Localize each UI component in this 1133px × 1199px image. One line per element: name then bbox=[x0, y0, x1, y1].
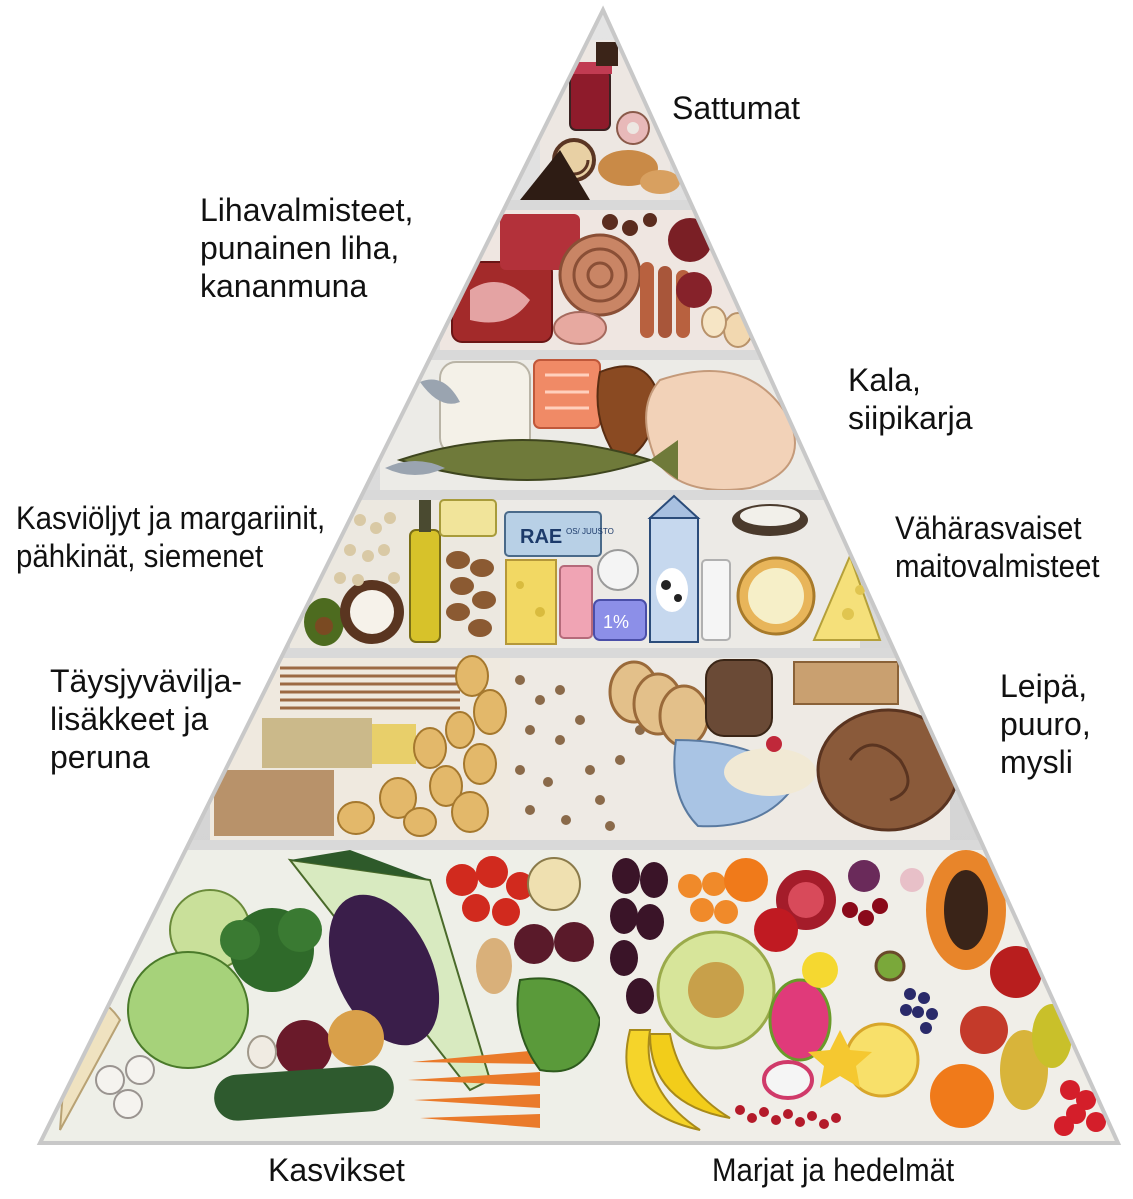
rye-bread-icon bbox=[706, 660, 772, 736]
tier-dairy: RAE OS/ JUUSTO 1% bbox=[500, 496, 880, 648]
rae-package-sublabel: OS/ JUUSTO bbox=[566, 527, 614, 536]
tier-fruit-berries bbox=[600, 850, 1120, 1143]
label-marjat-ja-hedelmat: Marjat ja hedelmät bbox=[712, 1152, 954, 1190]
label-kala-siipikarja: Kala, siipikarja bbox=[848, 362, 972, 438]
label-leipa-puuro-mysli: Leipä, puuro, mysli bbox=[1000, 668, 1091, 781]
label-kasvikset: Kasvikset bbox=[268, 1152, 405, 1190]
sausage-coil-icon bbox=[560, 235, 640, 315]
tier-grains-potato bbox=[210, 656, 510, 840]
tier-bread-porridge bbox=[510, 658, 958, 840]
cheese-block-icon bbox=[506, 560, 556, 644]
orange-fruit-icon bbox=[930, 1064, 994, 1128]
red-apple-icon bbox=[990, 946, 1042, 998]
turnip-icon bbox=[528, 858, 580, 910]
red-onion-icon bbox=[276, 1020, 332, 1076]
round-bread-icon bbox=[818, 710, 958, 830]
label-maitovalmisteet: Vähärasvaiset maitovalmisteet bbox=[895, 510, 1100, 586]
kiwi-icon bbox=[876, 952, 904, 980]
percent-label: 1% bbox=[603, 612, 629, 632]
label-sattumat: Sattumat bbox=[672, 90, 800, 128]
raspberry-icon bbox=[766, 736, 782, 752]
ginger-icon bbox=[476, 938, 512, 994]
label-lihavalmisteet: Lihavalmisteet, punainen liha, kananmuna bbox=[200, 192, 413, 305]
label-kasvioljyt: Kasviöljyt ja margariinit, pähkinät, sie… bbox=[16, 500, 325, 576]
yogurt-cup-icon bbox=[560, 566, 592, 638]
oil-bottle-icon bbox=[410, 530, 440, 642]
margarine-tub-icon bbox=[440, 500, 496, 536]
jam-jar-icon bbox=[570, 70, 610, 130]
garlic-icon bbox=[248, 1036, 276, 1068]
fig-icon bbox=[848, 860, 880, 892]
couscous-icon bbox=[372, 724, 416, 764]
lentils-icon bbox=[262, 718, 372, 768]
salmon-icon bbox=[534, 360, 600, 428]
tier-vegetables bbox=[40, 850, 600, 1143]
tier-meat bbox=[440, 210, 770, 350]
milk-glass-icon bbox=[702, 560, 730, 640]
lemon-icon bbox=[802, 952, 838, 988]
sausage-icon bbox=[640, 262, 654, 338]
label-taysjyvavilja: Täysjyvävilja- lisäkkeet ja peruna bbox=[50, 663, 242, 776]
lettuce-icon bbox=[128, 952, 248, 1068]
onion-icon bbox=[328, 1010, 384, 1066]
chocolate-icon bbox=[596, 42, 618, 66]
dragonfruit-icon bbox=[770, 980, 830, 1060]
egg-cup-icon bbox=[598, 550, 638, 590]
rice-icon bbox=[214, 770, 334, 836]
apple-icon bbox=[754, 908, 798, 952]
orange-icon bbox=[724, 858, 768, 902]
rae-package-label: RAE bbox=[520, 526, 562, 548]
tier-fish-poultry bbox=[380, 360, 820, 490]
beetroot-icon bbox=[514, 924, 554, 964]
crispbread-icon bbox=[794, 662, 898, 704]
tier-treats bbox=[520, 40, 680, 200]
